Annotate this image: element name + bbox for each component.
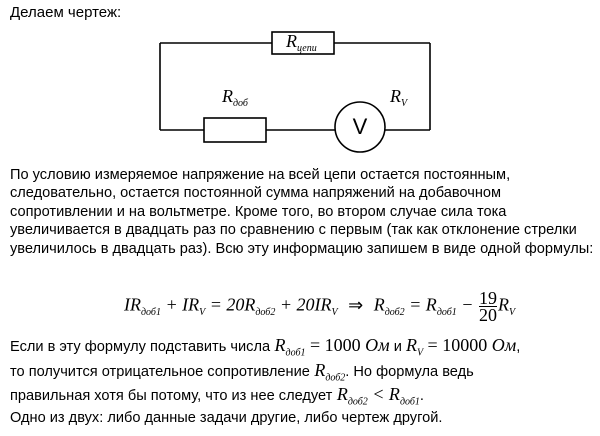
voltmeter-symbol: V	[353, 114, 368, 139]
label-r-v: R	[389, 86, 401, 106]
conclusion-line: Одно из двух: либо данные задачи другие,…	[10, 410, 443, 426]
heading: Делаем чертеж:	[10, 4, 122, 21]
explanation-paragraph: По условию измеряемое напряжение на всей…	[10, 167, 594, 257]
label-r-add: R	[221, 86, 233, 106]
label-r-v-sub: V	[401, 98, 409, 109]
voltmeter-circle	[334, 101, 386, 153]
negative-resistance-line: то получится отрицательное сопротивление…	[10, 360, 474, 384]
svg-text:Rдоб: Rдоб	[221, 86, 249, 109]
svg-text:Rцепи: Rцепи	[285, 31, 317, 54]
label-r-chain-sub: цепи	[297, 43, 317, 54]
svg-text:RV: RV	[389, 86, 409, 109]
label-r-chain: R	[285, 31, 297, 51]
circuit-diagram: V Rцепи Rдоб RV	[159, 31, 431, 153]
label-r-add-sub: доб	[233, 98, 249, 109]
main-formula: IRдоб1 + IRV = 20Rдоб2 + 20IRV ⇒ Rдоб2 =…	[124, 288, 516, 325]
resistor-additional	[203, 117, 267, 143]
inequality-line: правильная хотя бы потому, что из нее сл…	[10, 384, 424, 408]
substitution-line: Если в эту формулу подставить числа Rдоб…	[10, 335, 521, 359]
